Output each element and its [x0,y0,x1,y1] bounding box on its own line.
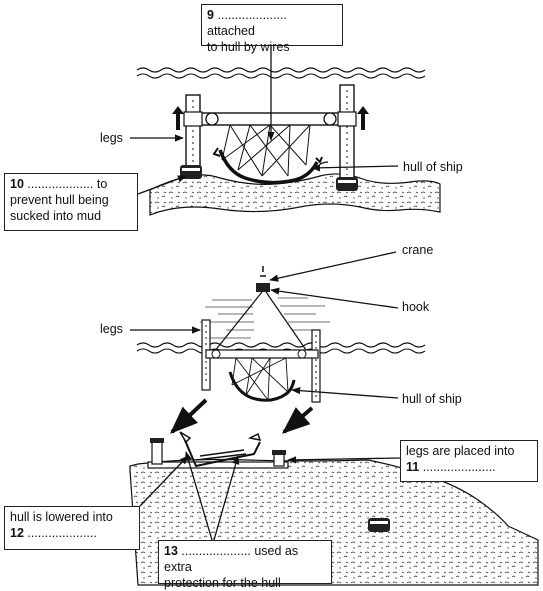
box-13-line2: protection for the hull [164,576,281,590]
hull-bottom [228,371,296,402]
crossbar-bottom [205,349,319,359]
legs-label-bottom: legs [100,322,123,336]
arrow-down-left [169,398,208,434]
crane-label: crane [402,243,434,257]
box-9-blank: .................... [217,8,287,22]
box-10-line1: to [96,177,108,191]
box-13-blank: .................... [181,544,251,558]
box-9-number: 9 [207,8,214,22]
hull-label-top: hull of ship [403,160,463,174]
arrow-box13-a [184,451,213,541]
box-10-line3: sucked into mud [10,209,102,223]
hull-top [218,149,319,185]
arrow-hook [270,287,399,309]
box-12: hull is lowered into 12 ................… [4,506,140,550]
arrow-hull-bottom [291,386,399,399]
arrow-crane [269,251,397,282]
crane-hook-block [256,283,270,292]
arrow-box11 [287,456,401,464]
net-wires-top [221,124,311,177]
box-12-blank: .................... [27,526,97,540]
water-surface-top [136,67,426,73]
right-float-top [336,177,358,191]
arrow-box13-b [213,455,240,541]
up-arrow-left [172,106,184,130]
box-9-line1: attached [207,24,255,38]
top-scene [136,67,441,216]
bottom-scene [129,266,539,586]
seabed-top [149,173,441,216]
box-10-line2: prevent hull being [10,193,109,207]
water-surface-bottom [136,342,426,348]
box-10-number: 10 [10,177,24,191]
arrow-hull-top [311,164,399,172]
legs-label-top: legs [100,131,123,145]
post-right [273,453,285,467]
arrow-box12 [139,455,189,507]
arrow-box10 [137,175,187,195]
box-11-number: 11 [406,460,420,474]
box-13-line1: used as extra [164,544,299,574]
arrow-down-right [281,406,314,434]
box-12-line1: hull is lowered into [10,510,113,524]
box-11-line1: legs are placed into [406,444,515,458]
hull-label-bottom: hull of ship [402,392,462,406]
cradle-hull [183,437,261,468]
net-wires-bottom [231,357,289,401]
box-11-blank: ..................... [422,460,496,474]
box-10-blank: ................... [27,177,94,191]
box-13-number: 13 [164,544,178,558]
box-12-number: 12 [10,526,24,540]
post-left [151,441,163,465]
float-bottom-right [368,518,390,532]
up-arrow-right [357,106,369,130]
box-9-line2: to hull by wires [207,40,290,54]
box-9: 9 .................... attached to hull … [201,4,343,54]
box-13: 13 .................... used as extra pr… [158,540,332,590]
box-10: 10 ................... to prevent hull b… [4,173,138,231]
box-11: legs are placed into 11 ................… [400,440,538,482]
hook-label: hook [402,300,430,314]
